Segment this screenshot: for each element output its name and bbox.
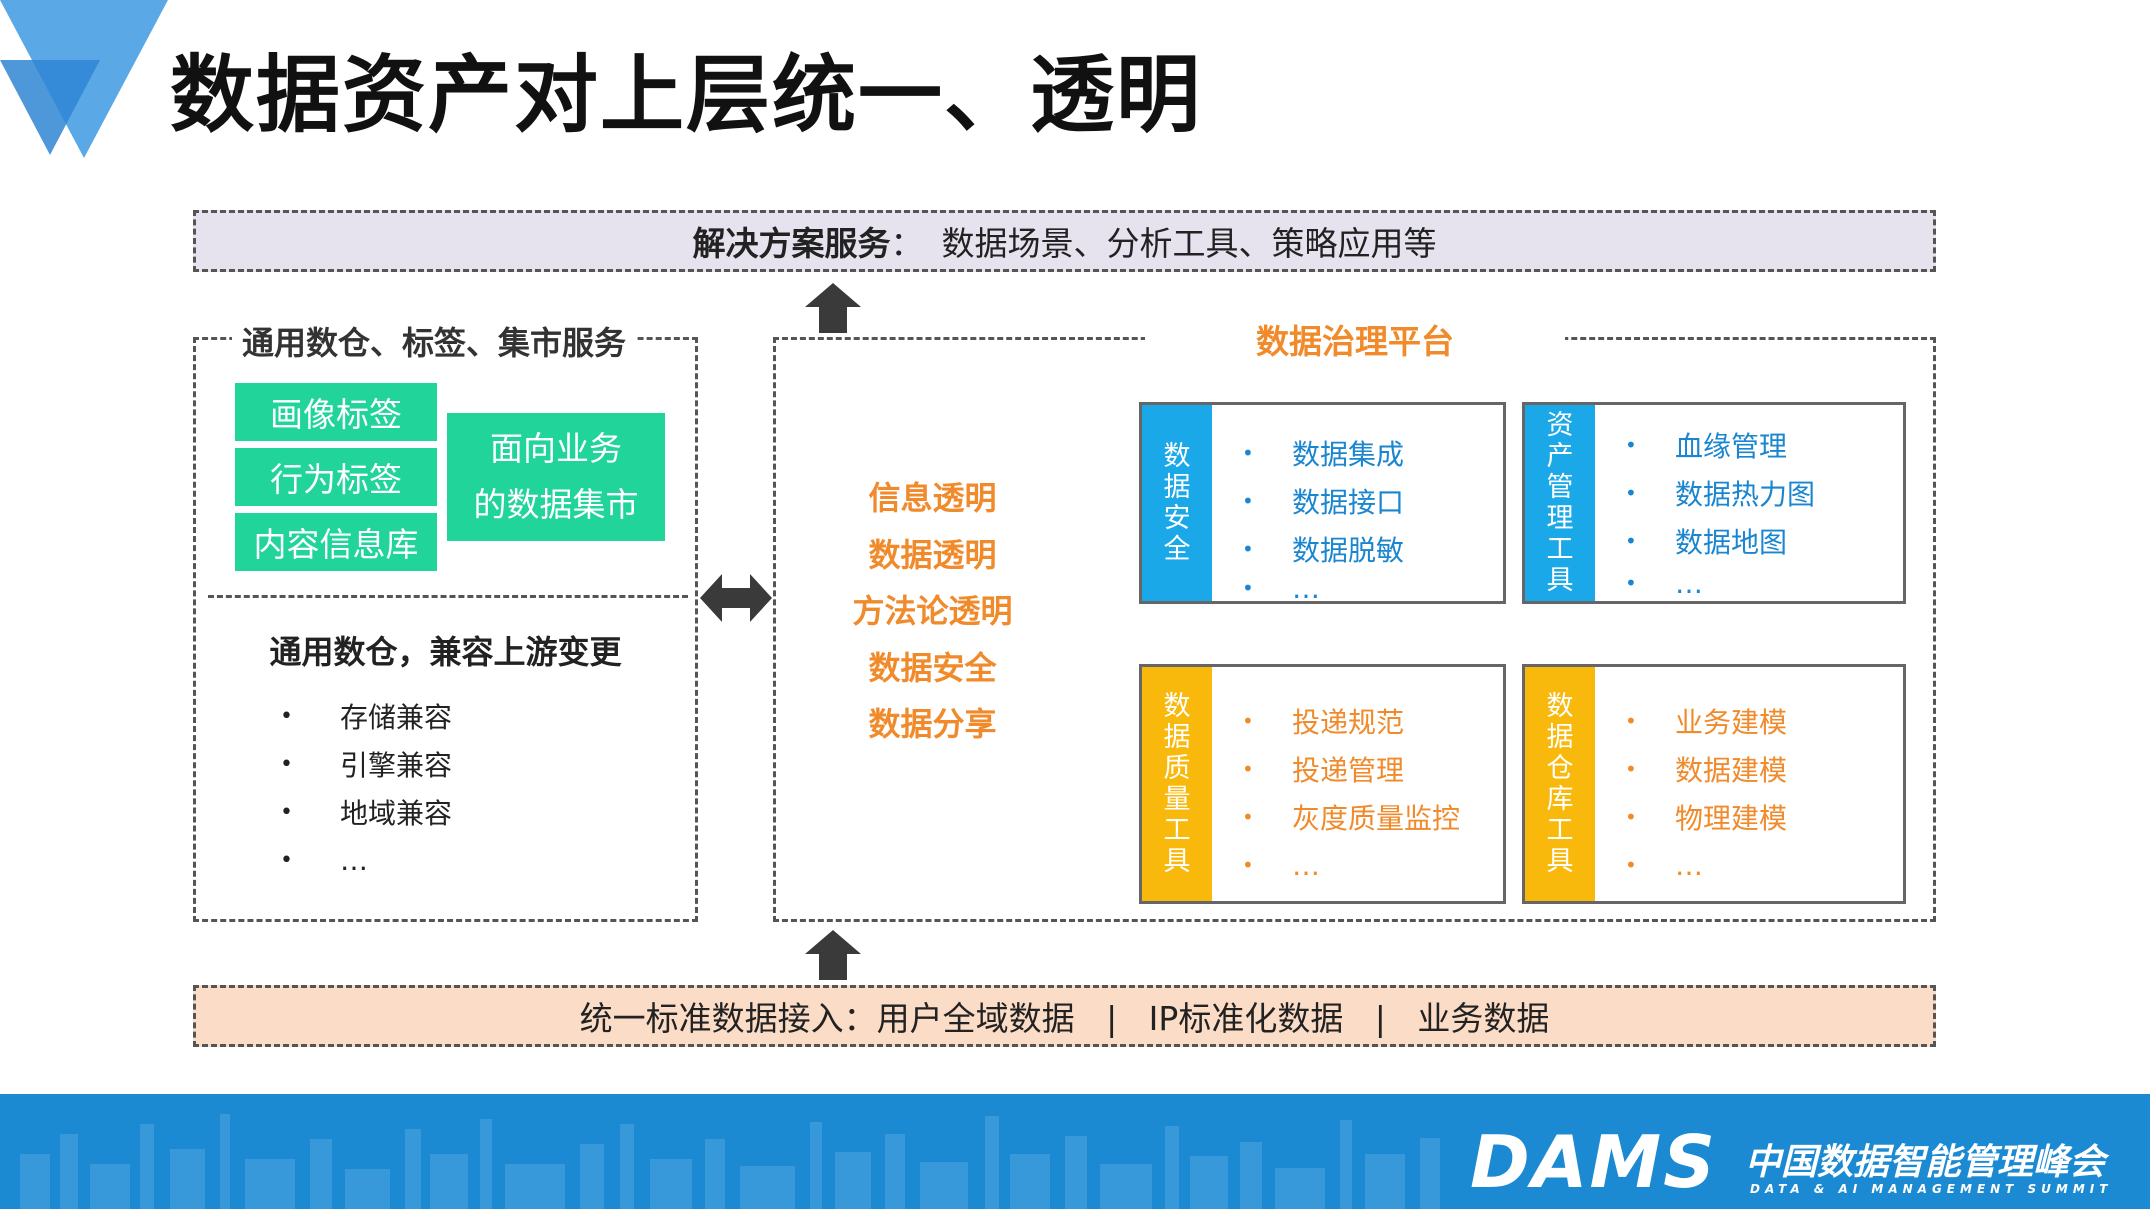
list-item: •…	[1625, 566, 1703, 600]
data-security-card: 数据 安全 •数据集成 •数据接口 •数据脱敏 •…	[1139, 402, 1506, 605]
list-item: •数据脱敏	[1242, 534, 1405, 567]
list-item-label: 存储兼容	[340, 701, 453, 734]
page-title: 数据资产对上层统一、透明	[170, 46, 1203, 144]
transparency-item: 数据分享	[868, 705, 997, 743]
card-side-label: 资产 管理 工具	[1525, 405, 1595, 601]
transparency-item: 数据透明	[868, 535, 997, 574]
list-item: •…	[1625, 848, 1703, 882]
list-item: •灰度质量监控	[1242, 802, 1461, 835]
city-skyline-icon	[20, 1114, 1440, 1209]
card-items: •投递规范 •投递管理 •灰度质量监控 •…	[1242, 697, 1460, 889]
list-item: •…	[280, 843, 368, 877]
list-item: •投递管理	[1242, 754, 1405, 787]
list-item-label: …	[340, 843, 368, 877]
behavior-tag-block: 行为标签	[235, 448, 437, 506]
list-item: •存储兼容	[280, 692, 452, 740]
list-item: •…	[1242, 571, 1320, 605]
double-arrow-icon	[700, 574, 772, 622]
dams-logo: DAMS	[1470, 1120, 1717, 1204]
transparency-item: 方法论透明	[852, 592, 1013, 630]
solution-services-label: 解决方案服务	[692, 224, 891, 263]
compat-list: •存储兼容 •引擎兼容 •地域兼容 •…	[280, 692, 452, 884]
left-panel-subheader: 通用数仓，兼容上游变更	[269, 633, 622, 671]
transparency-list: 信息透明 数据透明 方法论透明 数据安全 数据分享	[820, 470, 1045, 753]
solution-services-bar: 解决方案服务 ： 数据场景、分析工具、策略应用等	[193, 210, 1936, 272]
data-mart-block: 面向业务 的数据集市	[447, 413, 665, 541]
summit-name-cn: 中国数据智能管理峰会	[1745, 1142, 2106, 1183]
left-panel-header: 通用数仓、标签、集市服务	[232, 318, 637, 364]
left-divider	[208, 595, 688, 598]
solution-services-sep: ：	[890, 224, 924, 263]
content-library-block: 内容信息库	[235, 513, 437, 571]
list-item: •数据接口	[1242, 486, 1405, 519]
list-item: •数据热力图	[1625, 478, 1816, 511]
list-item: •业务建模	[1625, 706, 1788, 739]
data-ingestion-bar: 统一标准数据接入：用户全域数据 | IP标准化数据 | 业务数据	[193, 985, 1936, 1047]
data-mart-line: 的数据集市	[473, 485, 639, 524]
list-item: •物理建模	[1625, 802, 1788, 835]
data-warehouse-card: 数据 仓库 工具 •业务建模 •数据建模 •物理建模 •…	[1522, 664, 1906, 904]
solution-services-text: 数据场景、分析工具、策略应用等	[941, 224, 1437, 263]
list-item: •数据集成	[1242, 438, 1405, 471]
list-item: •引擎兼容	[280, 740, 452, 788]
right-panel-header: 数据治理平台	[1145, 315, 1565, 363]
up-arrow-icon	[805, 930, 861, 980]
list-item: •数据地图	[1625, 526, 1788, 559]
list-item: •血缘管理	[1625, 430, 1788, 463]
asset-management-card: 资产 管理 工具 •血缘管理 •数据热力图 •数据地图 •…	[1522, 402, 1906, 604]
card-items: •业务建模 •数据建模 •物理建模 •…	[1625, 697, 1787, 889]
data-mart-line: 面向业务	[490, 429, 622, 468]
list-item: •…	[1242, 848, 1320, 882]
list-item: •投递规范	[1242, 706, 1405, 739]
up-arrow-icon	[805, 283, 861, 333]
list-item: •地域兼容	[280, 788, 452, 836]
profile-tag-block: 画像标签	[235, 383, 437, 441]
card-side-label: 数据 仓库 工具	[1525, 667, 1595, 901]
list-item-label: 地域兼容	[340, 797, 453, 830]
card-items: •数据集成 •数据接口 •数据脱敏 •…	[1242, 429, 1405, 605]
footer-banner	[0, 1094, 2150, 1209]
logo-triangle-icon	[0, 0, 168, 158]
data-quality-card: 数据 质量 工具 •投递规范 •投递管理 •灰度质量监控 •…	[1139, 664, 1506, 904]
transparency-item: 数据安全	[868, 648, 997, 687]
summit-name-en: DATA & AI MANAGEMENT SUMMIT	[1750, 1182, 2113, 1196]
card-side-label: 数据 安全	[1142, 405, 1212, 601]
card-side-label: 数据 质量 工具	[1142, 667, 1212, 901]
transparency-item: 信息透明	[868, 479, 997, 517]
card-items: •血缘管理 •数据热力图 •数据地图 •…	[1625, 421, 1815, 601]
list-item-label: 引擎兼容	[340, 749, 453, 782]
list-item: •数据建模	[1625, 754, 1788, 787]
